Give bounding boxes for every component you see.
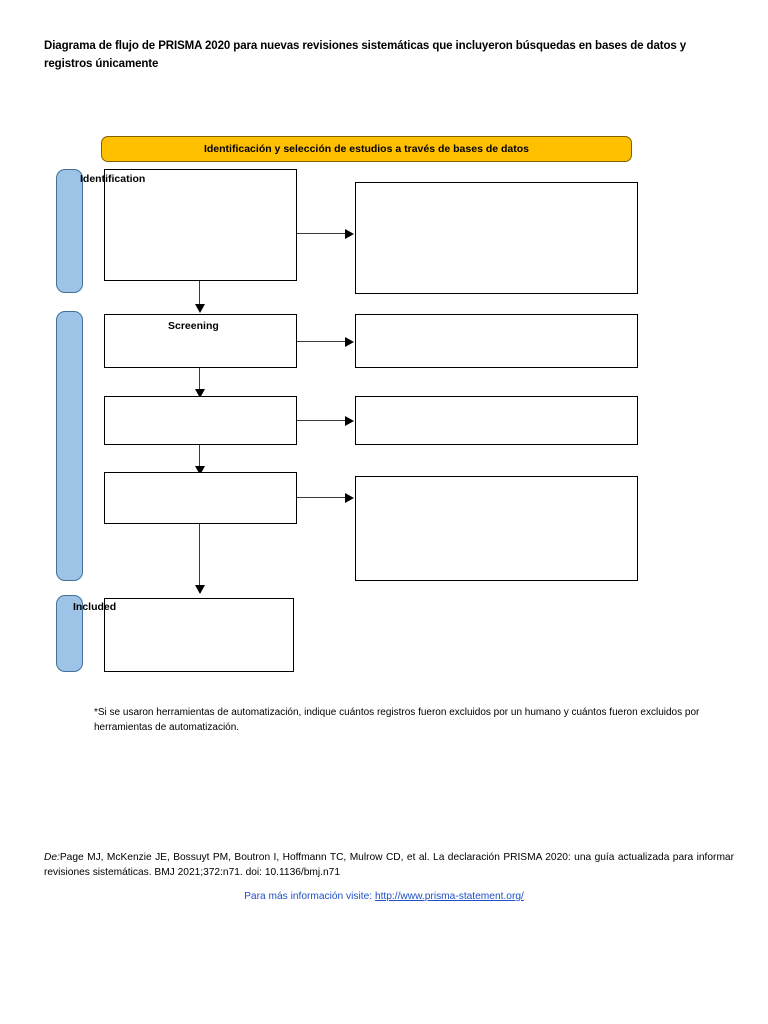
citation: De:Page MJ, McKenzie JE, Bossuyt PM, Bou…	[44, 850, 734, 881]
box-reports-not-retrieved	[355, 396, 638, 445]
diagram-banner: Identificación y selección de estudios a…	[101, 136, 632, 162]
stage-label-included: Included	[73, 601, 117, 613]
stage-label-identification: Identification	[80, 173, 146, 185]
connector-sought-to-not-retrieved	[297, 420, 346, 422]
stage-rail-identification	[56, 169, 83, 293]
page-title: Diagrama de flujo de PRISMA 2020 para nu…	[44, 40, 687, 70]
stage-rail-screening	[56, 311, 83, 581]
box-records-excluded	[355, 314, 638, 368]
box-reports-assessed	[104, 472, 297, 524]
citation-prefix: De:	[44, 852, 60, 863]
box-records-identified	[104, 169, 297, 281]
footnote: *Si se usaron herramientas de automatiza…	[94, 707, 700, 733]
arrowhead-screened-to-sought	[194, 389, 205, 398]
arrowhead-sought-to-not-retrieved	[345, 415, 354, 426]
box-records-screened	[104, 314, 297, 368]
box-reports-sought	[104, 396, 297, 445]
citation-text: Page MJ, McKenzie JE, Bossuyt PM, Boutro…	[44, 852, 734, 879]
connector-identified-to-removed	[297, 233, 346, 235]
box-reports-excluded	[355, 476, 638, 581]
box-studies-included	[104, 598, 294, 672]
arrowhead-sought-to-assessed	[194, 466, 205, 475]
connector-assessed-to-included	[199, 524, 201, 586]
connector-sought-to-assessed	[199, 445, 201, 467]
connector-identified-to-screened	[199, 281, 201, 305]
more-info-line: Para más información visite: http://www.…	[0, 891, 768, 902]
arrowhead-assessed-to-excluded	[345, 492, 354, 503]
stage-label-screening: Screening	[168, 320, 219, 332]
more-info-label: Para más información visite:	[244, 891, 375, 902]
prisma-statement-link[interactable]: http://www.prisma-statement.org/	[374, 891, 524, 902]
arrowhead-screened-to-excluded	[345, 336, 354, 347]
connector-screened-to-sought	[199, 368, 201, 390]
box-records-removed	[355, 182, 638, 294]
stage-rail-included	[56, 595, 83, 672]
connector-screened-to-excluded	[297, 341, 346, 343]
diagram-banner-label: Identificación y selección de estudios a…	[203, 143, 530, 155]
connector-assessed-to-excluded	[297, 497, 346, 499]
arrowhead-assessed-to-included	[194, 585, 205, 594]
arrowhead-identified-to-screened	[194, 304, 205, 313]
arrowhead-identified-to-removed	[345, 228, 354, 239]
